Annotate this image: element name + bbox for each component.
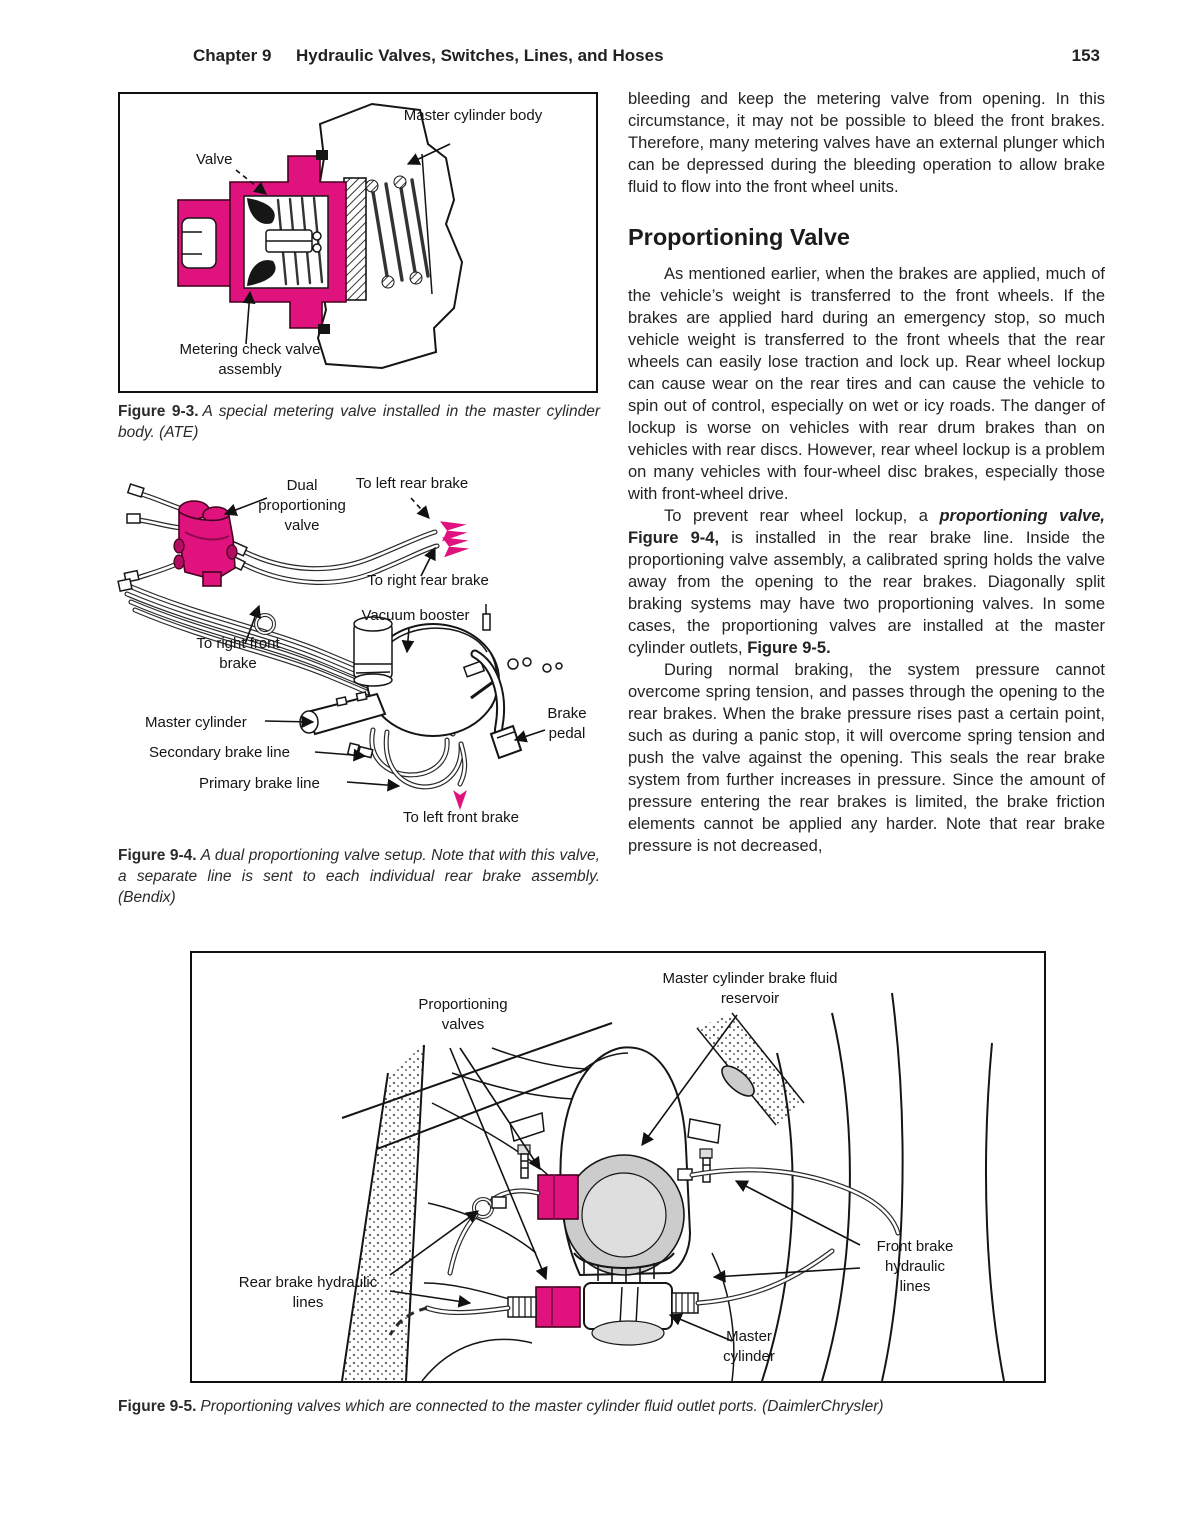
fig3-label-master-cylinder-body: Master cylinder body [403,107,543,124]
fig5-caption-text: Proportioning valves which are connected… [200,1398,884,1415]
chapter-title: Hydraulic Valves, Switches, Lines, and H… [296,46,664,65]
para-4: During normal braking, the system pressu… [628,661,1105,855]
para-3-run-2: is installed in the rear brake line. Ins… [628,529,1106,657]
figure-9-5-box: Proportioning valves Master cylinder bra… [190,951,1046,1383]
fig5-label-prop-valves: Proportioning valves [418,996,508,1033]
fig4-label-secondary-line: Secondary brake line [149,744,290,761]
para-2: As mentioned earlier, when the brakes ar… [628,265,1105,503]
fig4-label-vacuum-booster: Vacuum booster [361,607,470,624]
fig4-label-primary-line: Primary brake line [199,775,320,792]
para-3-figure-ref-9-4: Figure 9-4, [628,529,720,547]
fig4-label-to-left-rear: To left rear brake [355,475,469,492]
figure-9-4-area: Dual proportioning valve To left rear br… [115,468,610,838]
fig3-label-metering-check: Metering check valve assembly [179,341,321,378]
figure-9-3-drawing [177,102,464,370]
fig5-label-front-lines: Front brake hydraulic lines [876,1238,954,1295]
fig4-label-to-right-rear: To right rear brake [367,572,489,589]
fig5-label-master-cylinder: Master cylinder [723,1328,775,1365]
fig3-caption-text: A special metering valve installed in th… [118,403,600,441]
figure-9-5-caption: Figure 9-5.Proportioning valves which ar… [118,1396,1076,1417]
figure-9-3-box: Master cylinder body Valve Metering chec… [118,92,598,393]
figure-9-4-caption: Figure 9-4.A dual proportioning valve se… [118,845,600,908]
figure-9-3-caption: Figure 9-3.A special metering valve inst… [118,401,600,443]
fig5-caption-label: Figure 9-5. [118,1398,197,1415]
para-3-figure-ref-9-5: Figure 9-5. [747,639,831,657]
figure-9-4-drawing [117,483,563,810]
fig5-label-mc-reservoir: Master cylinder brake fluid reservoir [662,970,838,1007]
page-number: 153 [1071,46,1100,65]
section-heading: Proportioning Valve [628,224,850,250]
fig4-label-dual-prop-valve: Dual proportioning valve [258,477,346,534]
fig4-label-to-left-front: To left front brake [403,809,519,826]
body-column: bleeding and keep the metering valve fro… [628,88,1105,857]
fig4-caption-label: Figure 9-4. [118,847,197,864]
figure-9-5-drawing [341,992,1005,1381]
para-1: bleeding and keep the metering valve fro… [628,90,1105,196]
para-3-term-proportioning-valve: proportioning valve, [939,507,1105,525]
fig4-label-master-cylinder: Master cylinder [145,714,247,731]
fig4-label-to-right-front: To right front brake [196,635,280,672]
para-3-run-1: To prevent rear wheel lockup, a [664,507,940,525]
fig4-label-brake-pedal: Brake pedal [547,705,587,742]
fig4-caption-text: A dual proportioning valve setup. Note t… [118,847,600,906]
fig3-label-valve: Valve [196,151,233,168]
fig3-caption-label: Figure 9-3. [118,403,199,420]
fig5-label-rear-lines: Rear brake hydraulic lines [238,1274,378,1311]
para-3: To prevent rear wheel lockup, a proporti… [628,505,1105,659]
chapter-label: Chapter 9 [193,46,272,65]
